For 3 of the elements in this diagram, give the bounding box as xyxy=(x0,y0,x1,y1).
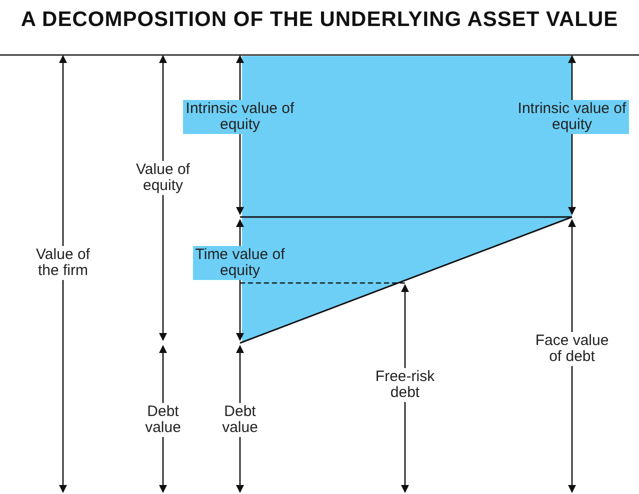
dimension-label: Time value of equity xyxy=(193,246,287,280)
dimension-label: Intrinsic value of equity xyxy=(183,100,297,134)
title: A DECOMPOSITION OF THE UNDERLYING ASSET VALUE xyxy=(20,8,620,32)
